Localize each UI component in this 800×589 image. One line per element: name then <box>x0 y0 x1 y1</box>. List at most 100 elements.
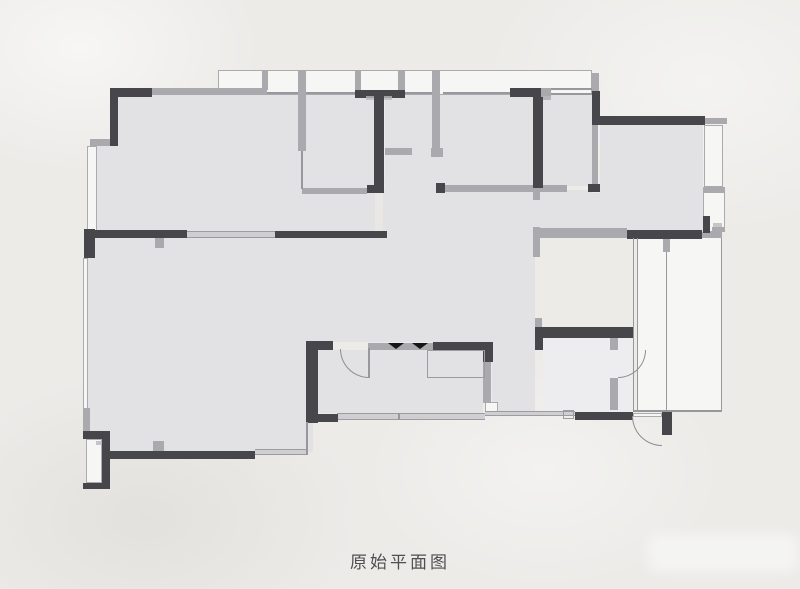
floor-area <box>385 95 533 190</box>
wall-partition <box>302 188 367 194</box>
detail-line <box>267 92 298 94</box>
window-bay <box>86 439 102 483</box>
wall-structural <box>102 431 110 489</box>
detail-line <box>637 238 638 412</box>
wall-partition <box>610 333 618 350</box>
wall-partition <box>385 148 412 155</box>
wall-light <box>485 411 575 416</box>
wall-structural <box>433 342 488 350</box>
detail-line <box>721 238 722 412</box>
wall-structural <box>306 341 318 423</box>
wall-partition <box>663 238 670 252</box>
wall-partition <box>690 232 722 238</box>
detail-line <box>551 88 592 90</box>
floor-area <box>492 342 535 412</box>
wall-light <box>187 231 275 238</box>
wall-partition <box>610 378 618 410</box>
wall-structural <box>533 97 543 188</box>
wall-partition <box>535 318 542 328</box>
wall-structural <box>592 91 600 125</box>
dimension-mark <box>384 96 392 100</box>
wall-light <box>255 449 308 455</box>
wall-structural <box>84 230 187 238</box>
wall-structural <box>367 185 384 193</box>
wall-partition <box>438 185 567 192</box>
sliding-door-symbol <box>412 343 428 349</box>
floor-area <box>97 146 118 232</box>
wall-structural <box>483 342 493 362</box>
wall-structural <box>592 116 705 125</box>
wall-partition <box>153 441 164 451</box>
fixture-outline <box>563 410 574 419</box>
detail-line <box>633 238 634 412</box>
wall-partition <box>152 88 267 95</box>
window-bay <box>87 146 97 231</box>
dimension-mark <box>713 223 722 227</box>
wall-structural <box>102 451 255 459</box>
wall-partition <box>90 139 110 146</box>
floor-area <box>543 95 592 186</box>
fixture-outline <box>427 350 485 378</box>
detail-line <box>368 348 370 378</box>
detail-line <box>666 252 667 412</box>
detail-line <box>633 410 722 412</box>
wall-partition <box>541 88 551 100</box>
wall-structural <box>662 410 672 435</box>
wall-partition <box>703 187 725 192</box>
wall-partition <box>483 360 491 403</box>
dimension-mark <box>96 441 102 445</box>
wall-partition <box>712 227 725 232</box>
wall-structural <box>308 414 338 422</box>
watermark <box>648 534 798 572</box>
wall-partition <box>533 188 540 200</box>
wall-partition <box>703 118 727 124</box>
wall-partition <box>592 73 599 91</box>
wall-partition <box>398 70 405 90</box>
wall-structural <box>306 341 333 350</box>
wall-structural <box>275 231 387 238</box>
wall-partition <box>592 125 598 185</box>
floor-area <box>313 232 535 342</box>
detail-line <box>301 151 303 189</box>
floor-area <box>600 125 703 193</box>
wall-partition <box>298 70 306 151</box>
wall-structural <box>374 90 384 187</box>
wall-structural <box>110 88 118 146</box>
wall-light <box>337 413 485 420</box>
window-bay <box>704 125 723 187</box>
floor-area <box>88 238 313 452</box>
wall-structural <box>588 184 600 192</box>
detail-line <box>551 93 592 95</box>
plan-caption: 原始平面图 <box>350 553 450 572</box>
dimension-mark <box>366 96 374 100</box>
wall-partition <box>431 148 443 157</box>
wall-structural <box>538 327 633 338</box>
door-swing-arc <box>632 416 662 446</box>
wall-structural <box>110 88 152 97</box>
wall-structural <box>436 183 445 193</box>
dimension-mark <box>543 96 551 100</box>
wall-structural <box>627 230 702 239</box>
floor-area <box>118 95 375 232</box>
wall-partition <box>83 408 90 431</box>
wall-partition <box>432 70 440 152</box>
wall-partition <box>262 70 268 90</box>
detail-line <box>405 92 432 94</box>
wall-structural <box>575 412 633 420</box>
wall-structural <box>84 229 95 258</box>
detail-line <box>306 92 355 94</box>
wall-structural <box>83 483 110 489</box>
floor-area <box>543 193 703 232</box>
wall-partition <box>538 228 627 238</box>
window-bay <box>83 258 88 410</box>
floor-area <box>638 238 722 412</box>
wall-structural <box>510 88 541 97</box>
wall-structural <box>703 216 710 233</box>
wall-partition <box>355 70 361 90</box>
detail-line <box>306 422 308 455</box>
wall-partition <box>155 238 164 248</box>
wall-partition <box>533 227 540 257</box>
wall-structural <box>83 431 110 439</box>
